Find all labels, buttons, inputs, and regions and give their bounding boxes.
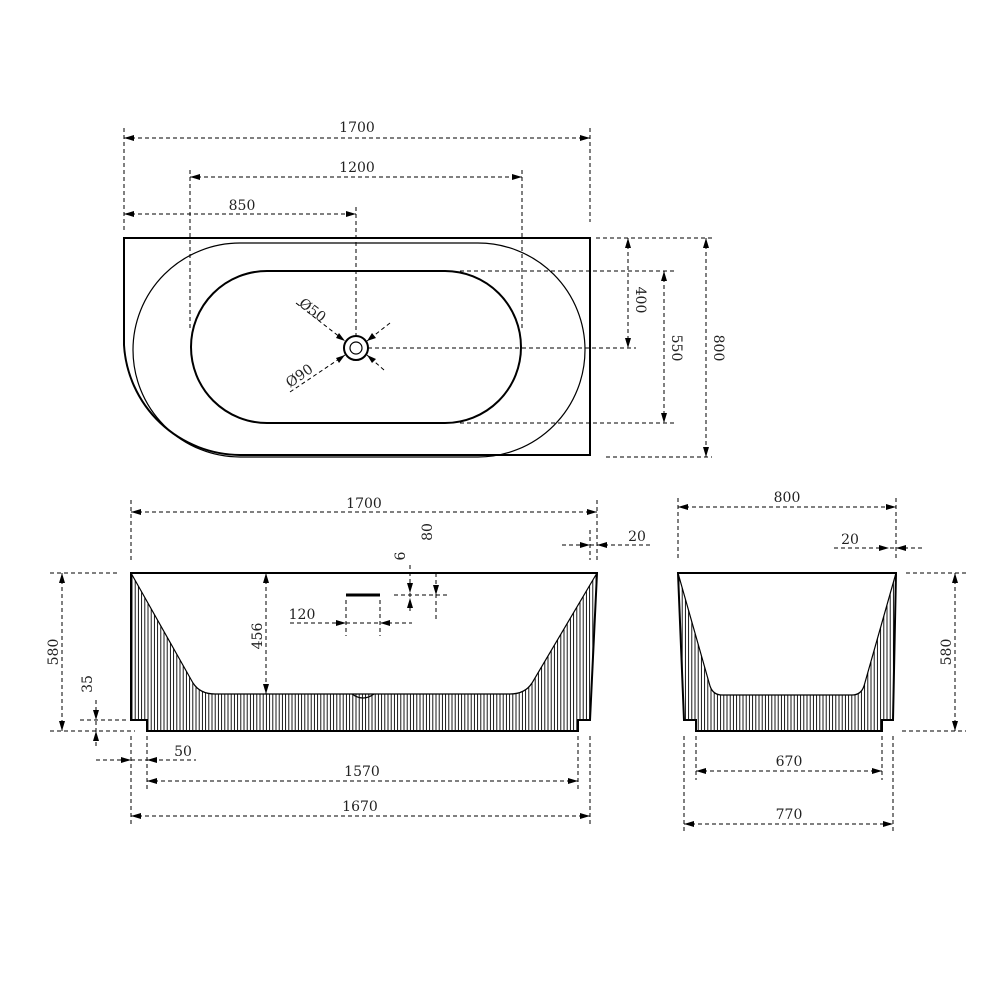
front-depth-label: 456 [250,623,266,650]
drain-icon [343,335,369,361]
overflow-height-label: 80 [420,523,436,541]
front-view: 1700 20 80 6 120 456 580 [46,496,650,826]
top-width-400-label: 400 [632,287,648,314]
front-base-length-label: 1570 [344,764,380,780]
front-view-drain [351,693,375,699]
top-view: 1700 1200 850 400 550 80 [123,120,726,458]
front-body-length-label: 1670 [342,799,378,815]
top-width-550-label: 550 [668,335,684,362]
top-view-basin [190,270,522,424]
side-rim-label: 20 [841,532,859,548]
front-view-outline [130,572,599,732]
overflow-size-label: 6 [393,551,409,560]
front-length-label: 1700 [346,496,382,512]
side-body-width-label: 770 [776,807,803,823]
plinth-offset-label: 50 [174,744,192,760]
top-drain-offset-label: 850 [229,198,256,214]
side-base-width-label: 670 [776,754,803,770]
side-view-outline [676,572,898,732]
overflow-spacing-label: 120 [289,607,316,623]
front-rim-label: 20 [628,529,646,545]
side-height-label: 580 [939,639,955,666]
side-view: 800 20 580 670 770 [676,490,966,834]
front-view-fluting [131,573,597,731]
overflow-diameter-label: Ø90 [283,361,316,391]
side-width-label: 800 [774,490,801,506]
side-view-fluting [678,573,894,731]
front-height-label: 580 [46,639,62,666]
top-width-800-label: 800 [710,335,726,362]
front-view-basin [130,572,598,695]
plinth-height-label: 35 [80,675,96,693]
side-view-basin [677,572,897,696]
top-view-rim [132,242,586,458]
drain-inner-icon [349,341,363,355]
top-basin-length-label: 1200 [339,160,375,176]
top-length-label: 1700 [339,120,375,136]
drain-diameter-label: Ø50 [296,295,329,325]
